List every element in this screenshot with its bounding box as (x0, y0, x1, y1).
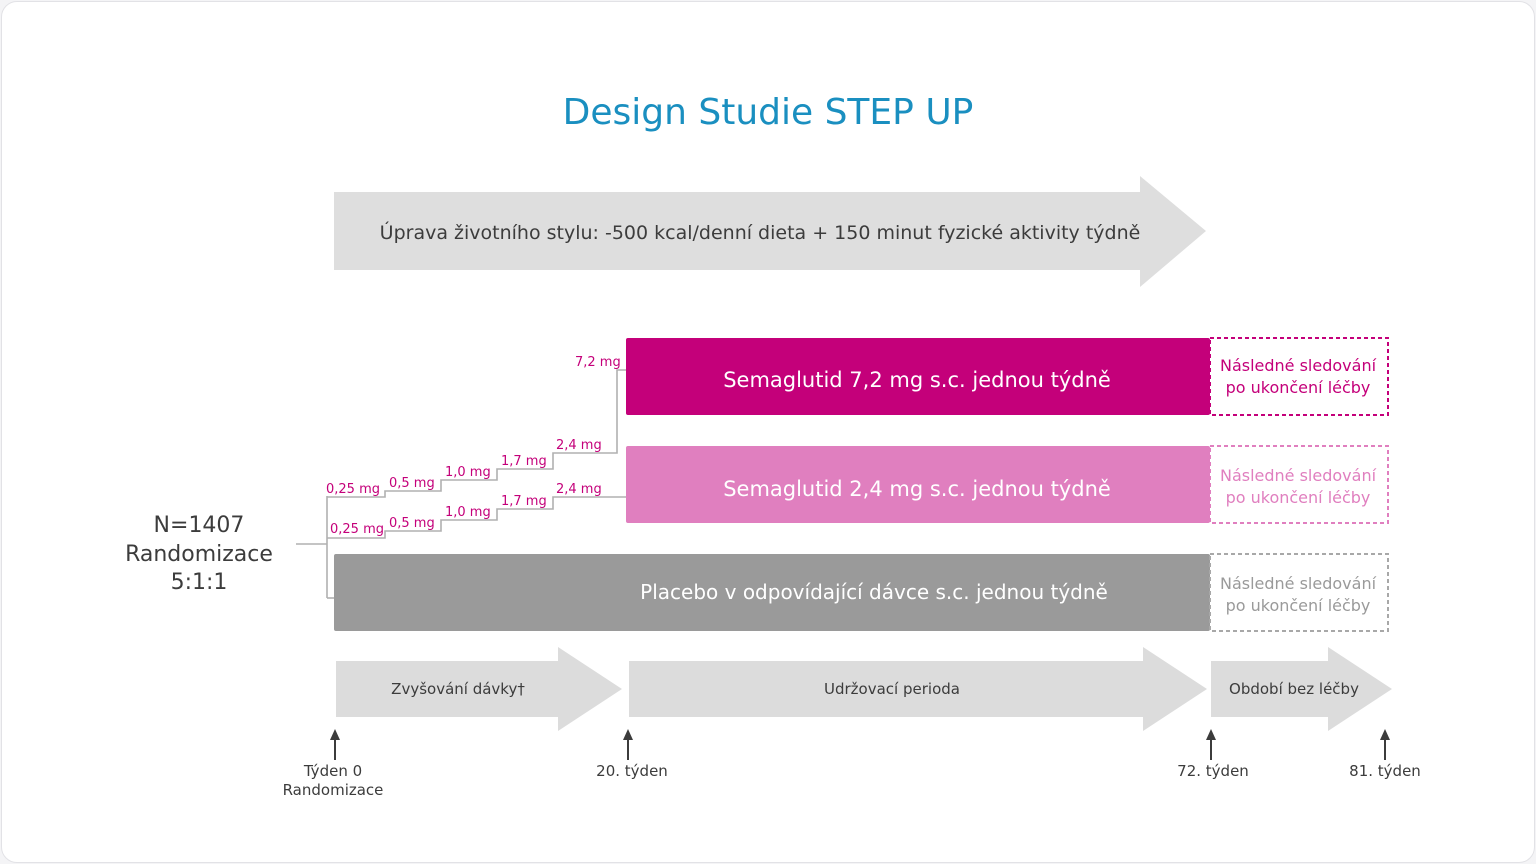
lifestyle-label: Úprava životního stylu: -500 kcal/denní … (380, 220, 1141, 244)
dose-label: 0,5 mg (389, 516, 435, 531)
randomization-connector (296, 496, 334, 599)
timepoint-label: 81. týden (1349, 762, 1421, 780)
titration-staircase-high (327, 369, 626, 498)
dose-label: 1,7 mg (501, 494, 547, 509)
followup-label-line1: Následné sledování (1220, 574, 1377, 593)
phase-arrow-off-treatment (1211, 647, 1392, 731)
up-arrow-icon (1206, 729, 1216, 740)
followup-label-line2: po ukončení léčby (1226, 596, 1371, 615)
dose-label: 1,7 mg (501, 454, 547, 469)
dose-label: 1,0 mg (445, 465, 491, 480)
arm-semaglutide-7-2-bar (626, 338, 1210, 415)
arm-placebo-label: Placebo v odpovídající dávce s.c. jednou… (640, 580, 1108, 604)
titration-staircase-mid (327, 496, 626, 539)
phase-arrow-titration (336, 647, 622, 731)
timepoint-sublabel: Randomizace (283, 781, 384, 799)
arm-semaglutide-7-2-label: Semaglutid 7,2 mg s.c. jednou týdně (723, 368, 1111, 392)
followup-box-placebo (1209, 553, 1389, 632)
dose-label: 0,25 mg (330, 522, 384, 537)
dose-label: 7,2 mg (575, 355, 621, 370)
up-arrow-icon (330, 729, 340, 740)
arm-placebo-bar (334, 554, 1210, 631)
phase-label-off-treatment: Období bez léčby (1229, 680, 1359, 698)
timepoint-label: 72. týden (1177, 762, 1249, 780)
phase-label-titration: Zvyšování dávky† (391, 680, 525, 698)
phase-arrow-maintenance (629, 647, 1207, 731)
timepoint-label: 20. týden (596, 762, 668, 780)
up-arrow-icon (623, 729, 633, 740)
dose-label: 2,4 mg (556, 482, 602, 497)
followup-label-line2: po ukončení léčby (1226, 378, 1371, 397)
followup-box-mid (1209, 445, 1389, 524)
arm-semaglutide-2-4-label: Semaglutid 2,4 mg s.c. jednou týdně (723, 477, 1111, 501)
timepoint-label: Týden 0 (303, 762, 362, 780)
dose-label: 0,25 mg (326, 482, 380, 497)
dose-label: 2,4 mg (556, 438, 602, 453)
followup-label-line1: Následné sledování (1220, 356, 1377, 375)
enrollment-randomization: Randomizace (125, 542, 273, 567)
enrollment-n: N=1407 (154, 513, 245, 538)
lifestyle-arrow (334, 176, 1206, 287)
phase-label-maintenance: Udržovací perioda (824, 680, 960, 698)
up-arrow-icon (1380, 729, 1390, 740)
dose-label: 1,0 mg (445, 505, 491, 520)
dose-label: 0,5 mg (389, 476, 435, 491)
arm-semaglutide-2-4-bar (626, 446, 1210, 523)
enrollment-ratio: 5:1:1 (171, 570, 228, 595)
followup-label-line2: po ukončení léčby (1226, 488, 1371, 507)
diagram-title: Design Studie STEP UP (563, 92, 974, 133)
followup-box-high (1209, 337, 1389, 416)
followup-label-line1: Následné sledování (1220, 466, 1377, 485)
